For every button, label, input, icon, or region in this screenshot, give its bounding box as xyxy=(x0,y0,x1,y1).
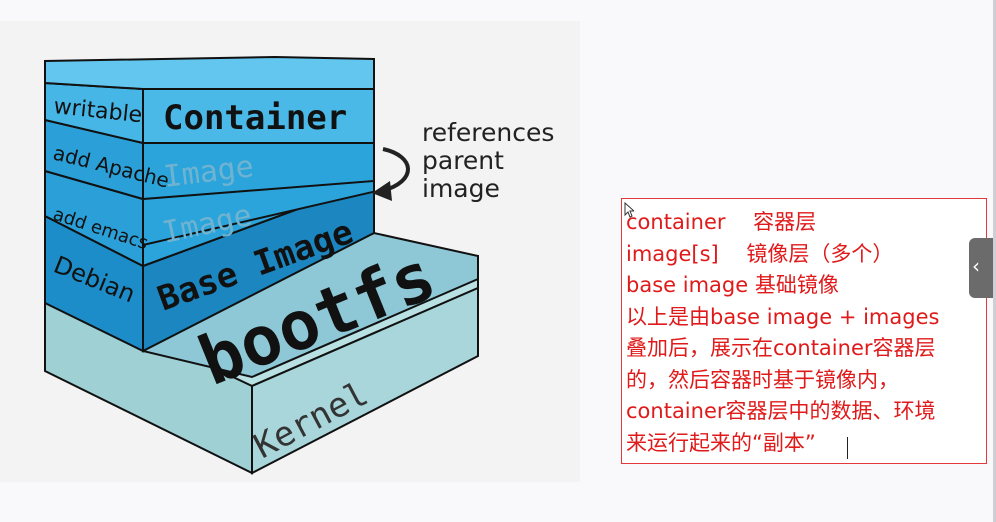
note-line: container 容器层 xyxy=(626,210,817,234)
mouse-pointer-icon xyxy=(624,202,634,218)
curved-arrow-icon xyxy=(381,147,410,193)
note-textbox[interactable]: container 容器层 image[s] 镜像层（多个） base image … xyxy=(621,198,987,464)
layers-illustration: writable Container add Apache Image add … xyxy=(44,55,554,475)
window-right-edge xyxy=(993,0,996,522)
annotation-line-3: image xyxy=(422,174,500,203)
note-line: image[s] 镜像层（多个） xyxy=(626,241,894,266)
note-line: 来运行起来的“副本” xyxy=(626,430,816,455)
annotation-line-2: parent xyxy=(422,146,504,175)
note-line: container容器层中的数据、环境 xyxy=(626,399,936,423)
chevron-left-icon: ‹ xyxy=(972,254,980,278)
note-line: 叠加后，展示在container容器层 xyxy=(626,336,936,360)
note-line: 以上是由base image + images xyxy=(626,304,940,329)
kernel-side xyxy=(251,286,479,475)
note-line: base image 基础镜像 xyxy=(626,273,839,297)
docker-layers-diagram: writable Container add Apache Image add … xyxy=(0,21,580,482)
annotation-line-1: references xyxy=(422,118,554,147)
side-collapse-tab[interactable]: ‹ xyxy=(969,238,996,298)
text-caret xyxy=(847,437,848,459)
note-line: 的，然后容器时基于镜像内， xyxy=(626,367,899,392)
arrow-head-icon xyxy=(372,181,392,201)
container-top xyxy=(44,55,375,90)
layer-front-container: Container xyxy=(163,98,347,138)
note-lines: container 容器层 image[s] 镜像层（多个） base image … xyxy=(626,207,939,459)
